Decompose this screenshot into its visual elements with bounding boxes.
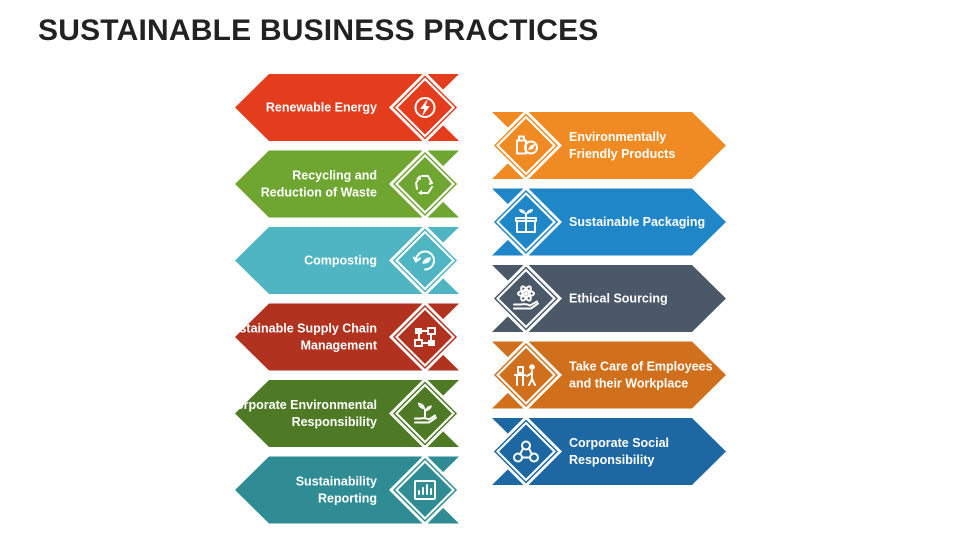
eco-product-icon (516, 135, 538, 155)
chevron-shape (235, 227, 459, 294)
icon-badge (490, 262, 562, 335)
practice-label: Sustainable Packaging (569, 215, 705, 229)
chevron-shape (235, 380, 459, 447)
chevron-shape (492, 112, 726, 179)
recycle-icon (415, 175, 433, 195)
practice-card-composting: Composting (235, 224, 461, 297)
practice-card-renewable-energy: Renewable Energy (235, 71, 461, 144)
people-network-icon (513, 440, 539, 463)
icon-badge (389, 224, 461, 297)
chevron-shape (492, 188, 726, 256)
chevron-shape (235, 456, 459, 524)
practice-label: Ethical Sourcing (569, 292, 668, 306)
package-sprout-icon (515, 209, 537, 233)
practice-label: Composting (304, 254, 377, 268)
hand-atom-icon (513, 285, 539, 310)
icon-badge (389, 377, 461, 450)
icon-badge (389, 301, 461, 373)
icon-badge (389, 71, 461, 144)
icon-badge (490, 186, 562, 258)
chevron-shape (235, 303, 459, 371)
icon-badge (490, 415, 562, 488)
chevron-shape (235, 150, 459, 218)
chevron-shape (235, 74, 459, 141)
practice-card-sustainable-packaging: Sustainable Packaging (490, 186, 726, 258)
icon-badge (490, 109, 562, 182)
report-icon (414, 480, 436, 500)
chevron-shape (492, 265, 726, 332)
icon-badge (490, 339, 562, 411)
energy-icon (414, 97, 436, 118)
page-title: SUSTAINABLE BUSINESS PRACTICES (38, 14, 599, 47)
supply-chain-icon (414, 327, 436, 347)
icon-badge (389, 148, 461, 220)
practice-label: Renewable Energy (266, 101, 377, 115)
compost-icon (413, 250, 435, 271)
plant-hand-icon (414, 402, 437, 424)
chevron-shape (492, 341, 726, 409)
chevron-shape (492, 418, 726, 485)
workplace-icon (514, 364, 536, 386)
icon-badge (389, 454, 461, 526)
practice-card-ethical-sourcing: Ethical Sourcing (490, 262, 726, 335)
